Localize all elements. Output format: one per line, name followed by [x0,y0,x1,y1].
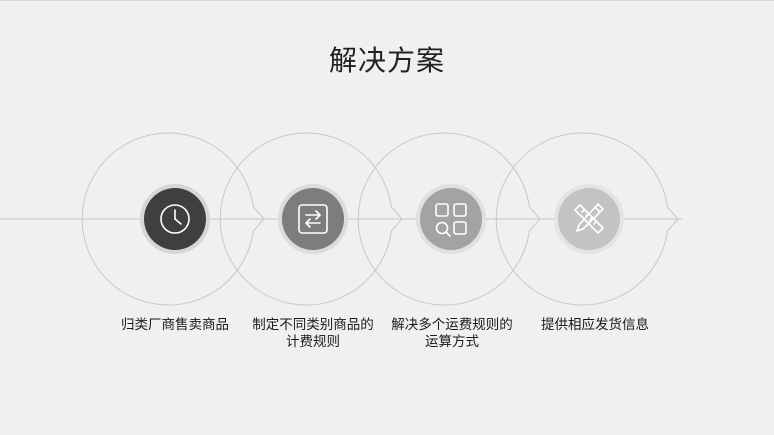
step-label-4: 提供相应发货信息 [541,317,649,333]
step-ring-4 [495,132,679,306]
step-label-3: 解决多个运费规则的运算方式 [391,317,513,350]
page-title: 解决方案 [328,44,445,77]
clock-icon [160,204,190,234]
step-disc-3 [420,188,482,250]
step-ring-3 [357,132,541,306]
step-label-2: 制定不同类别商品的计费规则 [252,317,374,350]
pencil-ruler-icon [574,203,604,234]
grid-search-icon [435,203,467,237]
step-disc-2 [282,188,344,250]
swap-arrows-icon [298,204,328,234]
step-label-1: 归类厂商售卖商品 [121,317,229,333]
step-disc-4 [558,188,620,250]
step-ring-2 [219,132,403,306]
step-ring-1 [81,132,265,306]
